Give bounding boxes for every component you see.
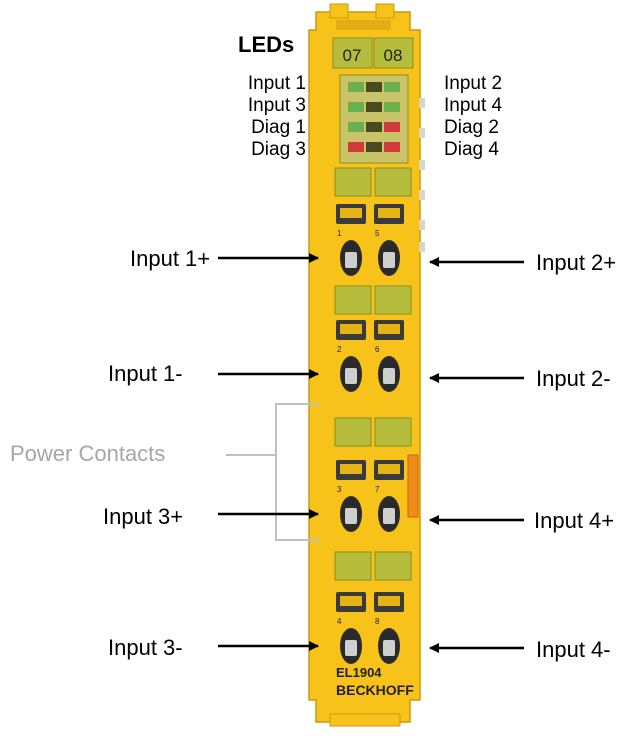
model-label: EL1904: [336, 665, 382, 680]
clamp-contact: [345, 508, 357, 524]
led-input-4: [384, 102, 400, 112]
terminal-numbers: 1 5 2 6 3 7 4 8: [337, 229, 380, 626]
panel: [334, 417, 372, 447]
led-label-diag-2: Diag 2: [444, 117, 499, 138]
led-diag-2: [384, 122, 400, 132]
terminal-label-input-4-plus: Input 4+: [534, 508, 615, 533]
terminal-label-input-1-plus: Input 1+: [130, 246, 211, 271]
spring-slot-inner: [378, 208, 400, 218]
led-label-diag-3: Diag 3: [251, 139, 306, 160]
led-label-input-2: Input 2: [444, 73, 503, 94]
terminal-label-input-3-plus: Input 3+: [103, 504, 184, 529]
terminal-number: 2: [337, 345, 342, 354]
panel: [334, 167, 372, 197]
clamp-contact: [383, 640, 395, 656]
led-diag-3: [348, 142, 364, 152]
spring-slot-inner: [340, 208, 362, 218]
led-label-input-1: Input 1: [247, 73, 306, 94]
spring-slot-inner: [340, 596, 362, 606]
panel: [374, 167, 412, 197]
led-panel: [339, 74, 409, 164]
led-diag-1: [348, 122, 364, 132]
spring-slot-inner: [340, 324, 362, 334]
led-label-diag-1: Diag 1: [251, 117, 306, 138]
terminal-number: 8: [375, 617, 380, 626]
terminal-label-input-3-minus: Input 3-: [108, 635, 183, 660]
terminal-number: 4: [337, 617, 342, 626]
panel: [334, 285, 372, 315]
led-diag-4: [384, 142, 400, 152]
brand-label: BECKHOFF: [336, 682, 414, 698]
terminal-points: [336, 204, 404, 664]
terminal-number: 1: [337, 229, 342, 238]
led-label-input-4: Input 4: [444, 95, 503, 116]
clamp-contact: [345, 252, 357, 268]
spring-slot-inner: [340, 464, 362, 474]
clamp-contact: [345, 640, 357, 656]
panel: [374, 551, 412, 581]
led-label-input-3: Input 3: [247, 95, 306, 116]
terminal-number: 5: [375, 229, 380, 238]
power-contact-strip: [407, 454, 419, 518]
spring-slot-inner: [378, 464, 400, 474]
led-label-diag-4: Diag 4: [444, 139, 499, 160]
clamp-contact: [383, 368, 395, 384]
terminal-label-input-1-minus: Input 1-: [108, 361, 183, 386]
channel-box-08: [373, 37, 414, 69]
channel-box-07: [332, 37, 373, 69]
panel: [374, 417, 412, 447]
terminal-number: 6: [375, 345, 380, 354]
led-input-2: [384, 82, 400, 92]
leds-title: LEDs: [238, 32, 295, 57]
led-input-1: [348, 82, 364, 92]
terminal-number: 3: [337, 485, 342, 494]
terminal-label-input-2-plus: Input 2+: [536, 250, 617, 275]
channel-label-08: 08: [384, 46, 403, 65]
power-contacts-bracket: [275, 403, 320, 541]
arrows: [218, 253, 524, 653]
terminal-number: 7: [375, 485, 380, 494]
clamp-contact: [345, 368, 357, 384]
spring-slot-inner: [378, 596, 400, 606]
spring-slot-inner: [378, 324, 400, 334]
terminal-label-input-2-minus: Input 2-: [536, 366, 611, 391]
led-input-3: [348, 102, 364, 112]
panel: [334, 551, 372, 581]
panel: [374, 285, 412, 315]
terminal-label-input-4-minus: Input 4-: [536, 637, 611, 662]
clamp-contact: [383, 252, 395, 268]
power-contacts-label: Power Contacts: [10, 441, 166, 466]
channel-label-07: 07: [343, 46, 362, 65]
clamp-contact: [383, 508, 395, 524]
